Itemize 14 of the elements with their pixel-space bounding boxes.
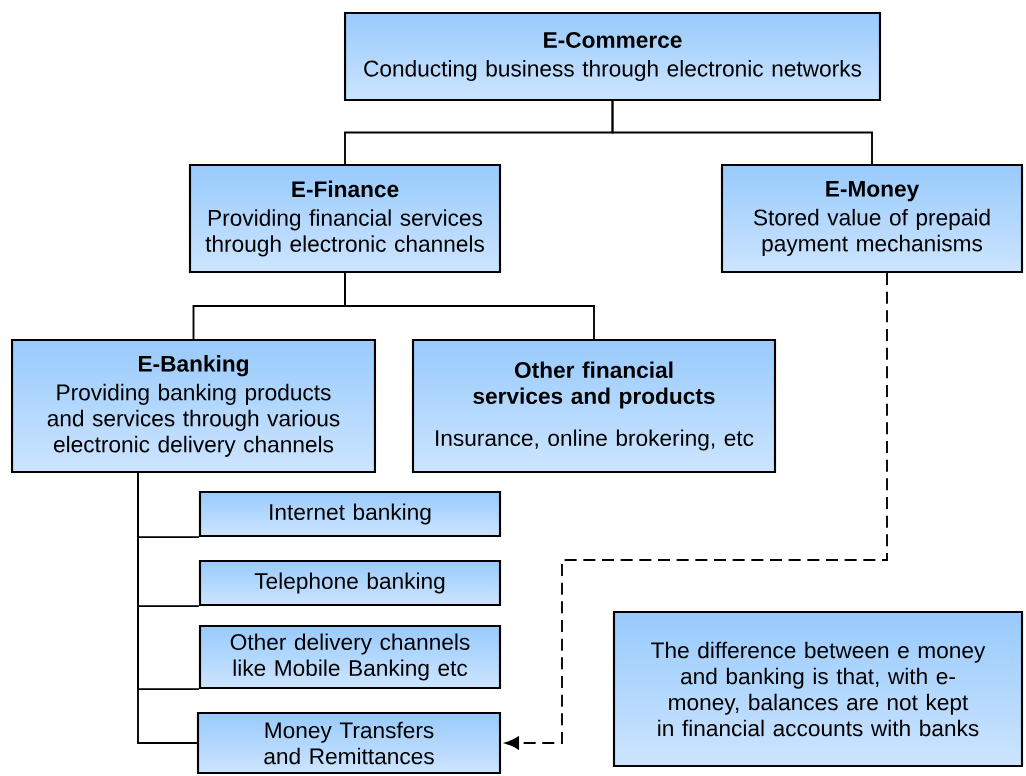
category-box: E-Finance Providing financial services through electronic channels [188, 163, 502, 274]
note-box: The difference between e money and banking is that, with e-money, balances are not kept in financial accounts with banks [612, 610, 1024, 768]
connector [611, 100, 873, 165]
connector [137, 472, 198, 744]
category-box: E-Banking Providing banking products and services through various electronic delivery channels [10, 338, 377, 474]
channel-box: Internet banking [198, 490, 502, 538]
channel-box: Other delivery channels like Mobile Banking etc [198, 624, 502, 690]
category-box: E-Money Stored value of prepaid payment mechanisms [720, 163, 1024, 274]
channel-box: Telephone banking [198, 559, 502, 607]
dashed-arrow [505, 272, 888, 750]
category-box: E-Commerce Conducting business through electronic networks [343, 11, 882, 102]
channel-box: Money Transfers and Remittances [196, 711, 502, 775]
connector [344, 272, 595, 340]
category-box: Other financial services and products Insurance, online brokering, etc [411, 338, 777, 474]
